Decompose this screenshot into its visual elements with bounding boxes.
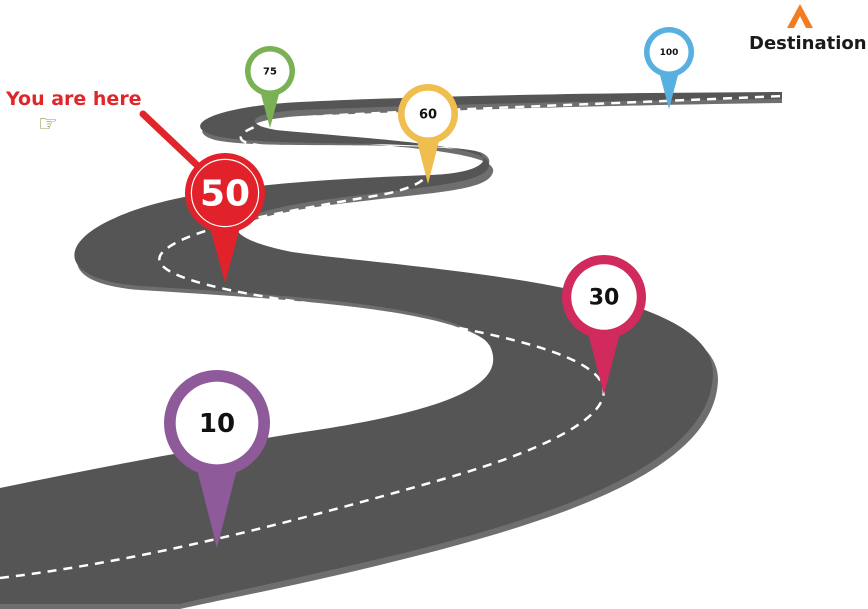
pin-tail [194, 460, 240, 548]
pin-60[interactable]: 60 [398, 84, 458, 184]
pin-tail [658, 69, 680, 109]
pin-value: 30 [589, 286, 620, 311]
destination-label: Destination [749, 33, 867, 54]
pin-inner-ring [190, 158, 260, 228]
pin-tail [586, 326, 622, 395]
pin-10[interactable]: 10 [164, 370, 270, 548]
pin-face [404, 90, 452, 138]
pin-value: 50 [200, 174, 250, 215]
pin-value: 60 [419, 108, 437, 123]
you-are-here-label: You are here [6, 88, 142, 110]
pin-face [250, 51, 290, 91]
pin-face [649, 32, 689, 72]
road [0, 92, 782, 604]
pin-tail [259, 88, 281, 128]
pin-30[interactable]: 30 [562, 255, 646, 395]
pin-ring [185, 153, 265, 233]
pin-tail [208, 221, 242, 283]
pin-100[interactable]: 100 [644, 27, 694, 109]
pin-value: 10 [199, 409, 235, 439]
road-center-line [0, 94, 783, 580]
pin-75[interactable]: 75 [245, 46, 295, 128]
pointing-hand-icon: ☞ [38, 112, 58, 137]
pin-face [571, 264, 637, 330]
pin-value: 100 [660, 48, 679, 58]
logo-icon [787, 4, 813, 28]
pin-tail [415, 135, 441, 184]
pin-face [175, 381, 259, 465]
pin-50[interactable]: 50 [185, 153, 265, 283]
you-are-here-pointer [139, 110, 204, 172]
pin-value: 75 [263, 67, 277, 78]
